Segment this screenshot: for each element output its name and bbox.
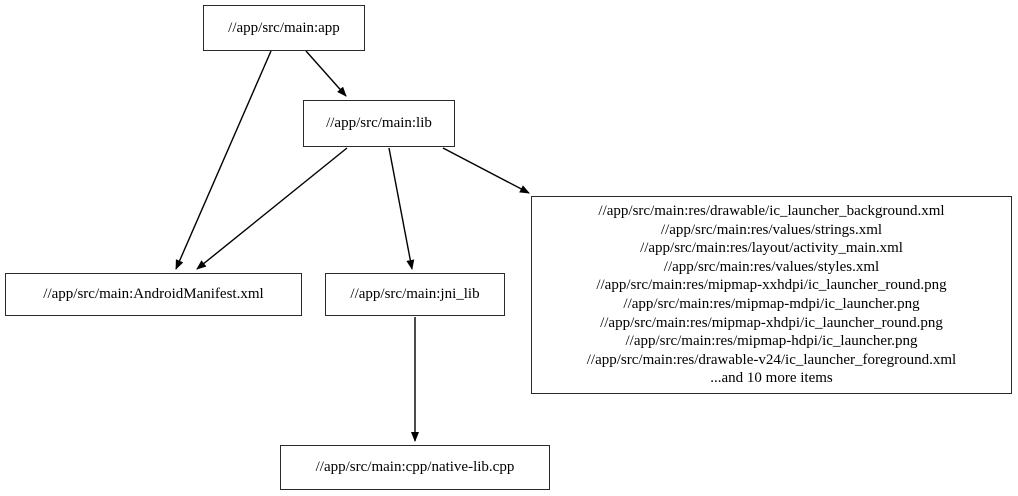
graph-node-android-manifest[interactable]: //app/src/main:AndroidManifest.xml [5, 273, 302, 316]
graph-node-app[interactable]: //app/src/main:app [203, 5, 365, 51]
graph-node-native-lib-cpp[interactable]: //app/src/main:cpp/native-lib.cpp [280, 445, 550, 490]
graph-node-jni-lib[interactable]: //app/src/main:jni_lib [325, 273, 505, 316]
edge-lib-to-res-list [442, 147, 530, 194]
graph-node-lib-label: //app/src/main:lib [326, 115, 432, 132]
edge-lib-to-manifest [196, 147, 348, 270]
graph-node-lib[interactable]: //app/src/main:lib [303, 100, 455, 147]
graph-node-app-label: //app/src/main:app [228, 19, 340, 36]
graph-node-res-list-label: //app/src/main:res/drawable/ic_launcher_… [586, 203, 957, 387]
graph-node-android-manifest-label: //app/src/main:AndroidManifest.xml [43, 286, 264, 303]
graph-node-jni-lib-label: //app/src/main:jni_lib [350, 286, 480, 303]
graph-node-res-list[interactable]: //app/src/main:res/drawable/ic_launcher_… [531, 196, 1012, 394]
graph-node-native-lib-cpp-label: //app/src/main:cpp/native-lib.cpp [315, 459, 515, 476]
edge-app-to-lib [305, 50, 347, 97]
edge-app-to-manifest [175, 50, 272, 270]
edge-lib-to-jni-lib [388, 147, 415, 270]
